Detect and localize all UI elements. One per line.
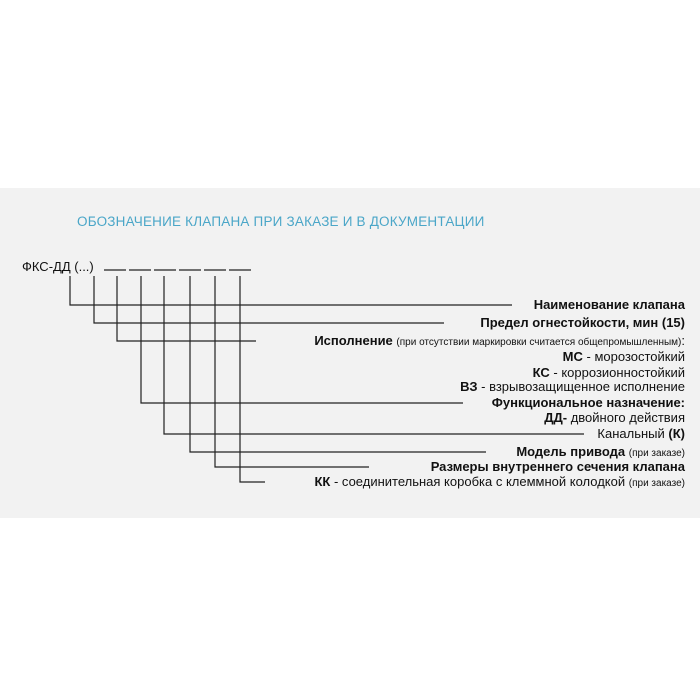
connector-drive [189,276,486,453]
label-fire-limit: Предел огнестойкости, мин (15) [480,315,685,330]
connector-channel [163,276,584,435]
connector-size [214,276,369,468]
label-function: Функциональное назначение: [491,395,685,410]
label-corrosion-resistant: КС - коррозионностойкий [532,365,685,380]
label-channel: Канальный (К) [597,426,685,441]
diagram-heading: ОБОЗНАЧЕНИЕ КЛАПАНА ПРИ ЗАКАЗЕ И В ДОКУМ… [77,214,485,229]
label-drive-model: Модель привода (при заказе) [516,444,685,460]
connector-function [140,276,463,404]
label-junction-box: КК - соединительная коробка с клеммной к… [314,474,685,490]
label-double-action: ДД- двойного действия [544,410,685,425]
diagram-background [0,188,700,518]
label-explosion-proof: ВЗ - взрывозащищенное исполнение [460,379,685,394]
connector-name [69,276,512,306]
valve-code: ФКС-ДД (...) [22,259,94,274]
connector-execution [116,276,256,342]
label-valve-name: Наименование клапана [533,297,685,312]
connector-fire-limit [93,276,444,324]
label-execution: Исполнение (при отсутствии маркировки сч… [314,333,685,349]
label-frost-resistant: МС - морозостойкий [562,349,685,364]
connector-box [239,276,265,483]
label-inner-size: Размеры внутреннего сечения клапана [430,459,685,474]
